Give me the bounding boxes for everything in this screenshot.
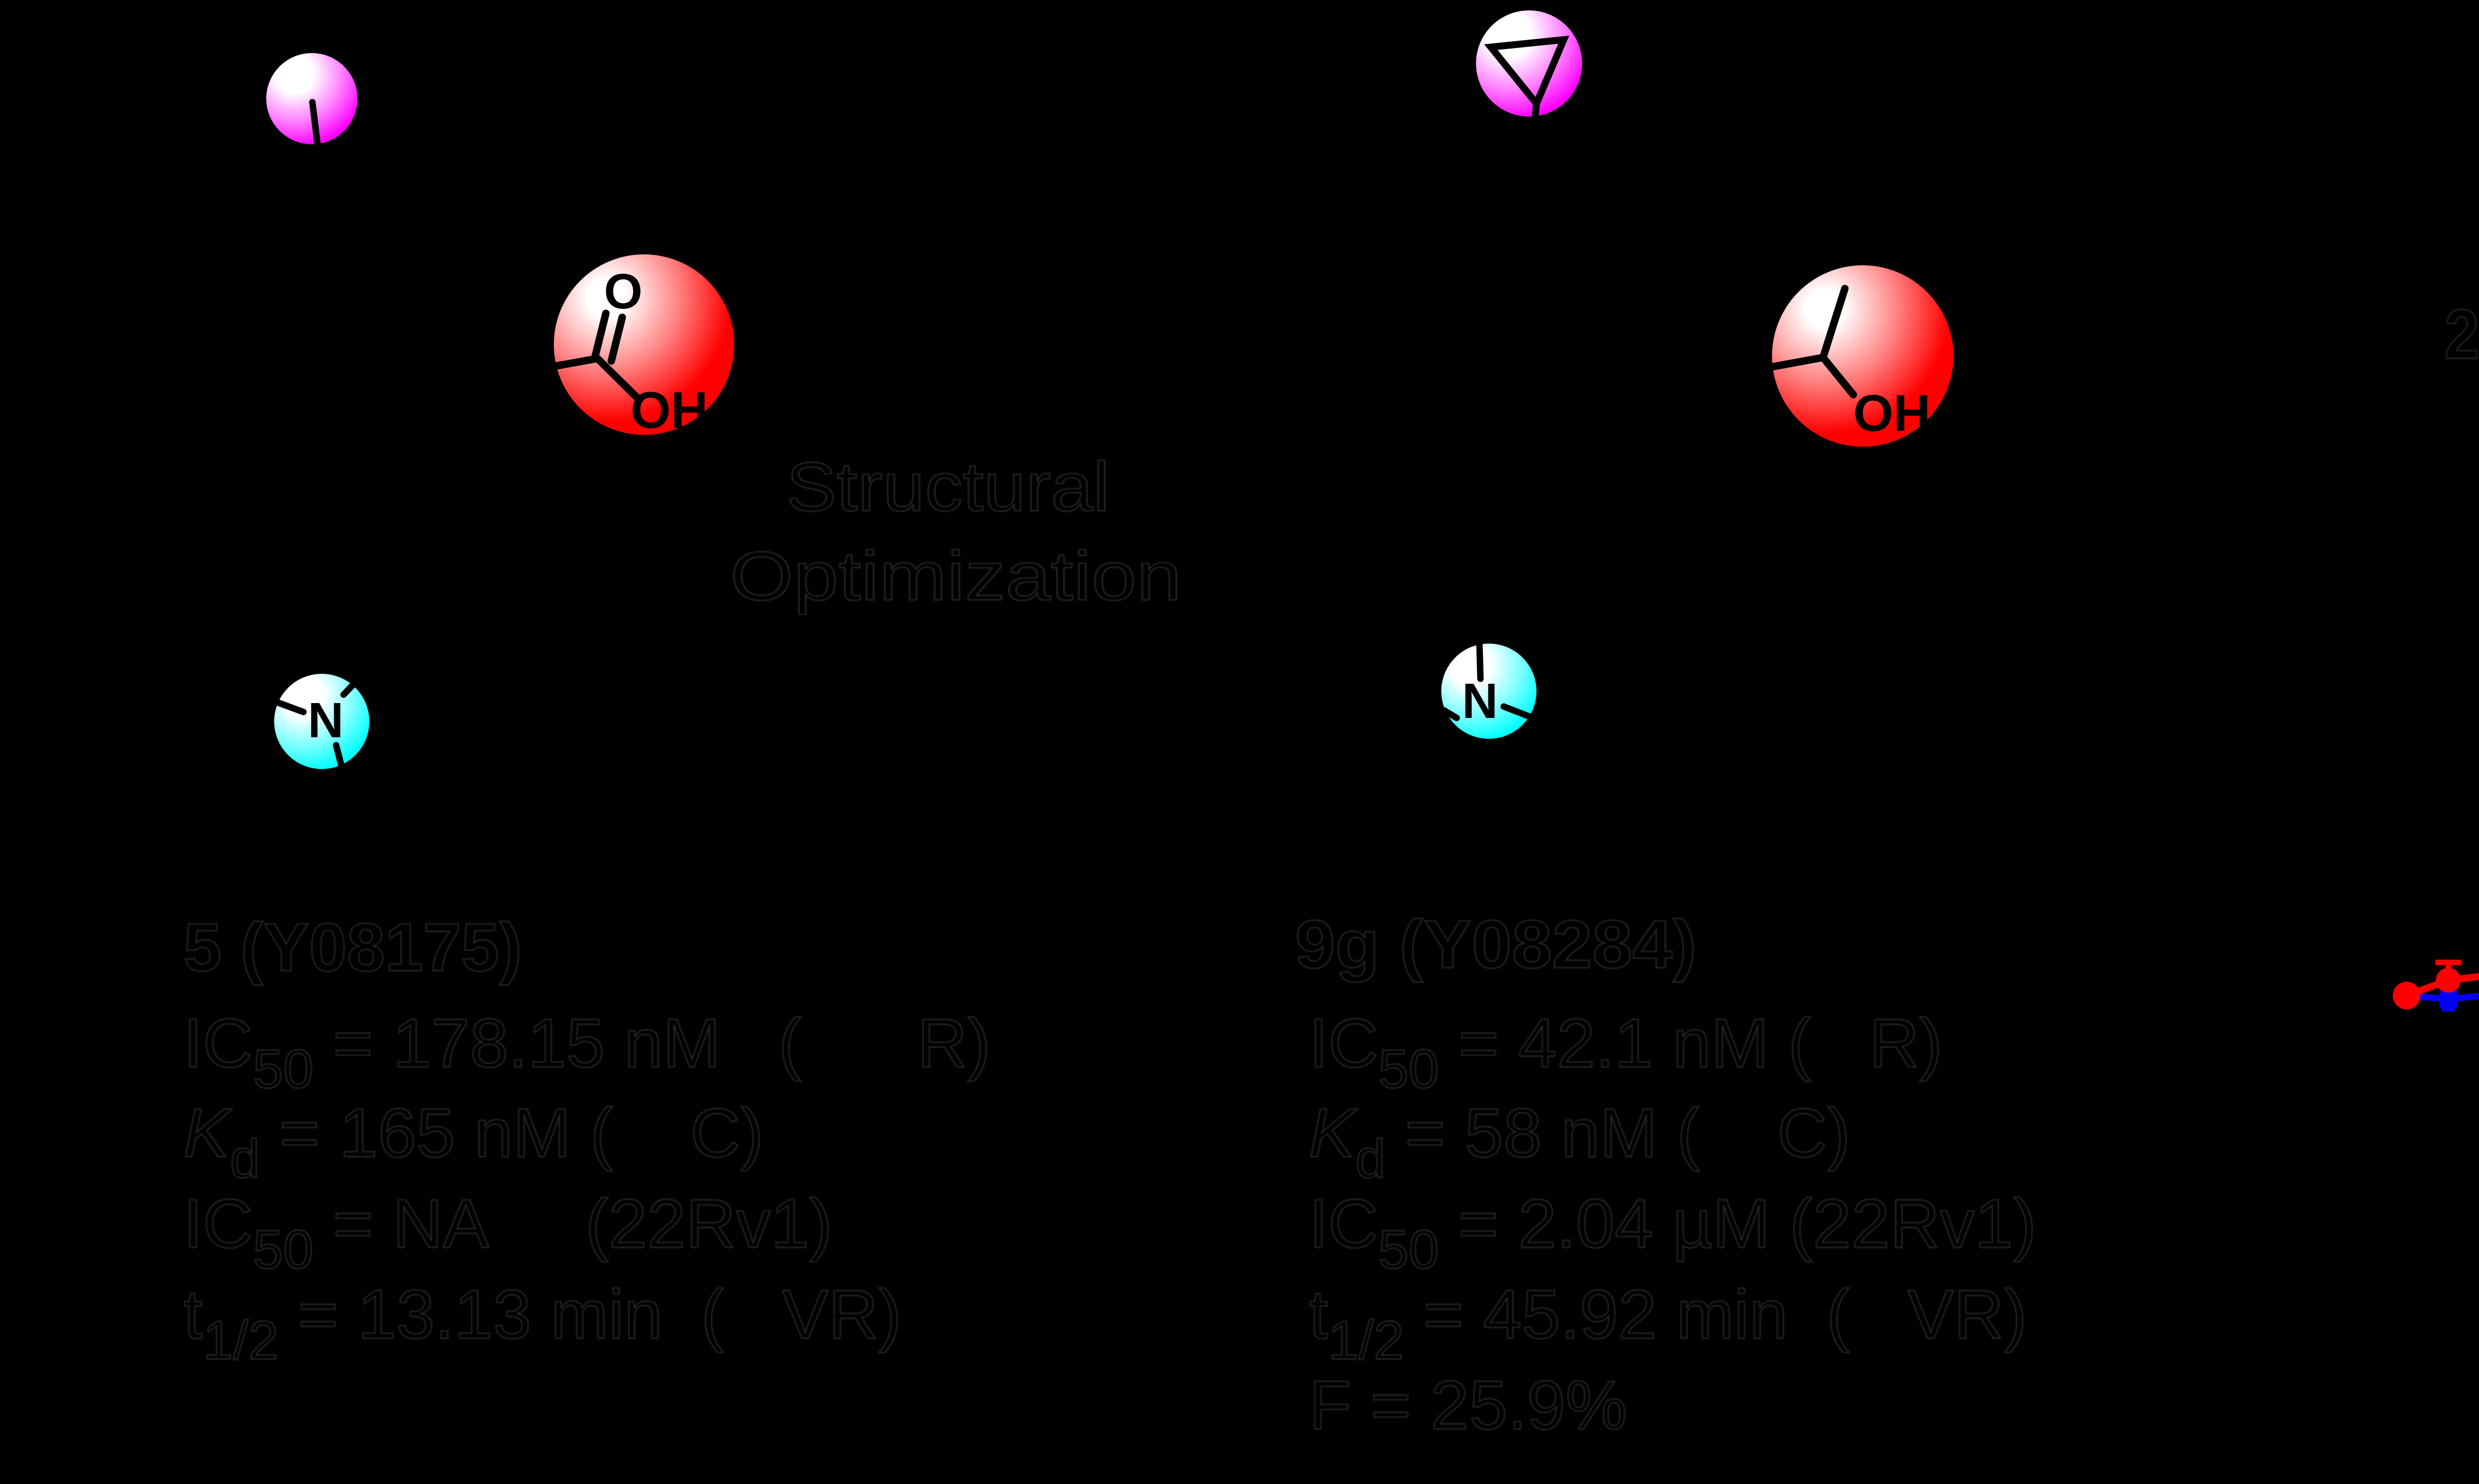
svg-text:IC50 = 2.04 µM (22Rv1): IC50 = 2.04 µM (22Rv1) (1309, 1185, 2036, 1280)
svg-text:OH: OH (1853, 385, 1931, 442)
svg-text:N: N (1462, 673, 1498, 729)
svg-text:F = 25.9%: F = 25.9% (1309, 1366, 1627, 1444)
svg-text:OH: OH (631, 382, 708, 439)
svg-text:Structural: Structural (786, 448, 1110, 526)
svg-text:5 (Y08175): 5 (Y08175) (183, 909, 522, 986)
svg-text:Kd = 165 nM ( C): Kd = 165 nM ( C) (183, 1094, 764, 1189)
svg-text:22Rv1 Xenograft Model: 22Rv1 Xenograft Model (2444, 295, 2479, 374)
svg-text:9g (Y08284): 9g (Y08284) (1295, 906, 1697, 983)
svg-text:Optimization: Optimization (730, 537, 1182, 615)
svg-text:O: O (604, 264, 643, 319)
svg-text:Kd = 58 nM ( C): Kd = 58 nM ( C) (1309, 1094, 1850, 1189)
svg-text:N: N (308, 693, 344, 748)
